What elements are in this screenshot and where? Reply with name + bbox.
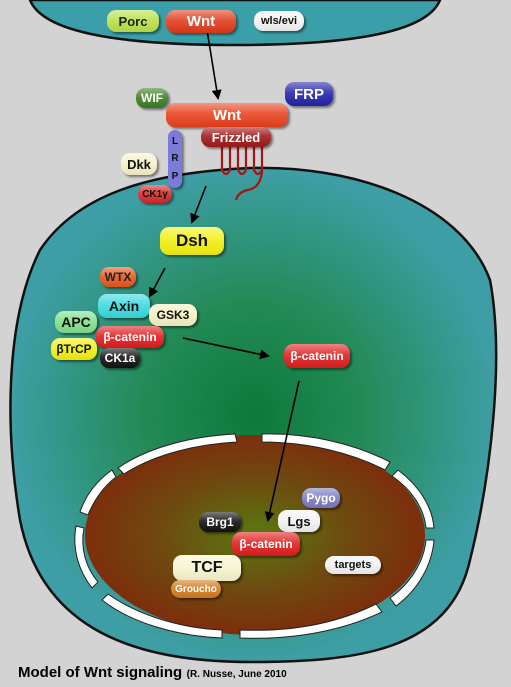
nuclear-envelope (74, 433, 435, 639)
gsk3-protein: GSK3 (149, 304, 197, 326)
arrow-dsh-to-axin (149, 267, 166, 298)
groucho-protein: Groucho (171, 580, 221, 598)
arrow-wnt-secretion (206, 29, 222, 100)
wnt-ligand-bound: Wnt (166, 103, 288, 127)
beta-catenin-nuclear: β-catenin (232, 532, 300, 556)
frp-protein: FRP (285, 82, 333, 106)
frizzled-receptor: Frizzled (201, 127, 271, 147)
targets-label: targets (325, 556, 381, 574)
dkk-protein: Dkk (121, 153, 157, 175)
figure-caption: Model of Wnt signaling (R. Nusse, June 2… (18, 664, 287, 682)
pygo-protein: Pygo (302, 488, 340, 508)
axin-protein: Axin (98, 294, 150, 318)
btrcp-protein: βTrCP (51, 338, 97, 360)
arrow-receptor-to-dsh (190, 185, 207, 224)
wnt-protein-secreted: Wnt (166, 10, 236, 33)
wls-evi-protein: wls/evi (254, 11, 304, 31)
brg1-protein: Brg1 (199, 512, 241, 532)
lrp-letter-p: P (171, 170, 179, 182)
arrow-complex-to-free-catenin (182, 337, 270, 360)
porc-protein: Porc (107, 10, 159, 32)
ck1a-protein: CK1a (100, 348, 140, 368)
caption-credit: (R. Nusse, June 2010 (186, 669, 287, 680)
lgs-protein: Lgs (278, 510, 320, 532)
wtx-protein: WTX (100, 267, 136, 287)
lrp-coreceptor: L R P (168, 130, 182, 188)
beta-catenin-destruction-complex: β-catenin (96, 326, 164, 348)
lrp-letter-r: R (171, 153, 179, 165)
tcf-protein: TCF (173, 555, 241, 581)
arrow-catenin-to-nucleus (264, 380, 300, 522)
apc-protein: APC (55, 311, 97, 333)
caption-title: Model of Wnt signaling (18, 664, 183, 681)
lrp-letter-l: L (171, 136, 179, 148)
beta-catenin-free: β-catenin (284, 344, 350, 368)
wif-protein: WIF (136, 88, 168, 108)
ck1-gamma-protein: CK1γ (138, 185, 172, 203)
dsh-protein: Dsh (160, 227, 224, 255)
